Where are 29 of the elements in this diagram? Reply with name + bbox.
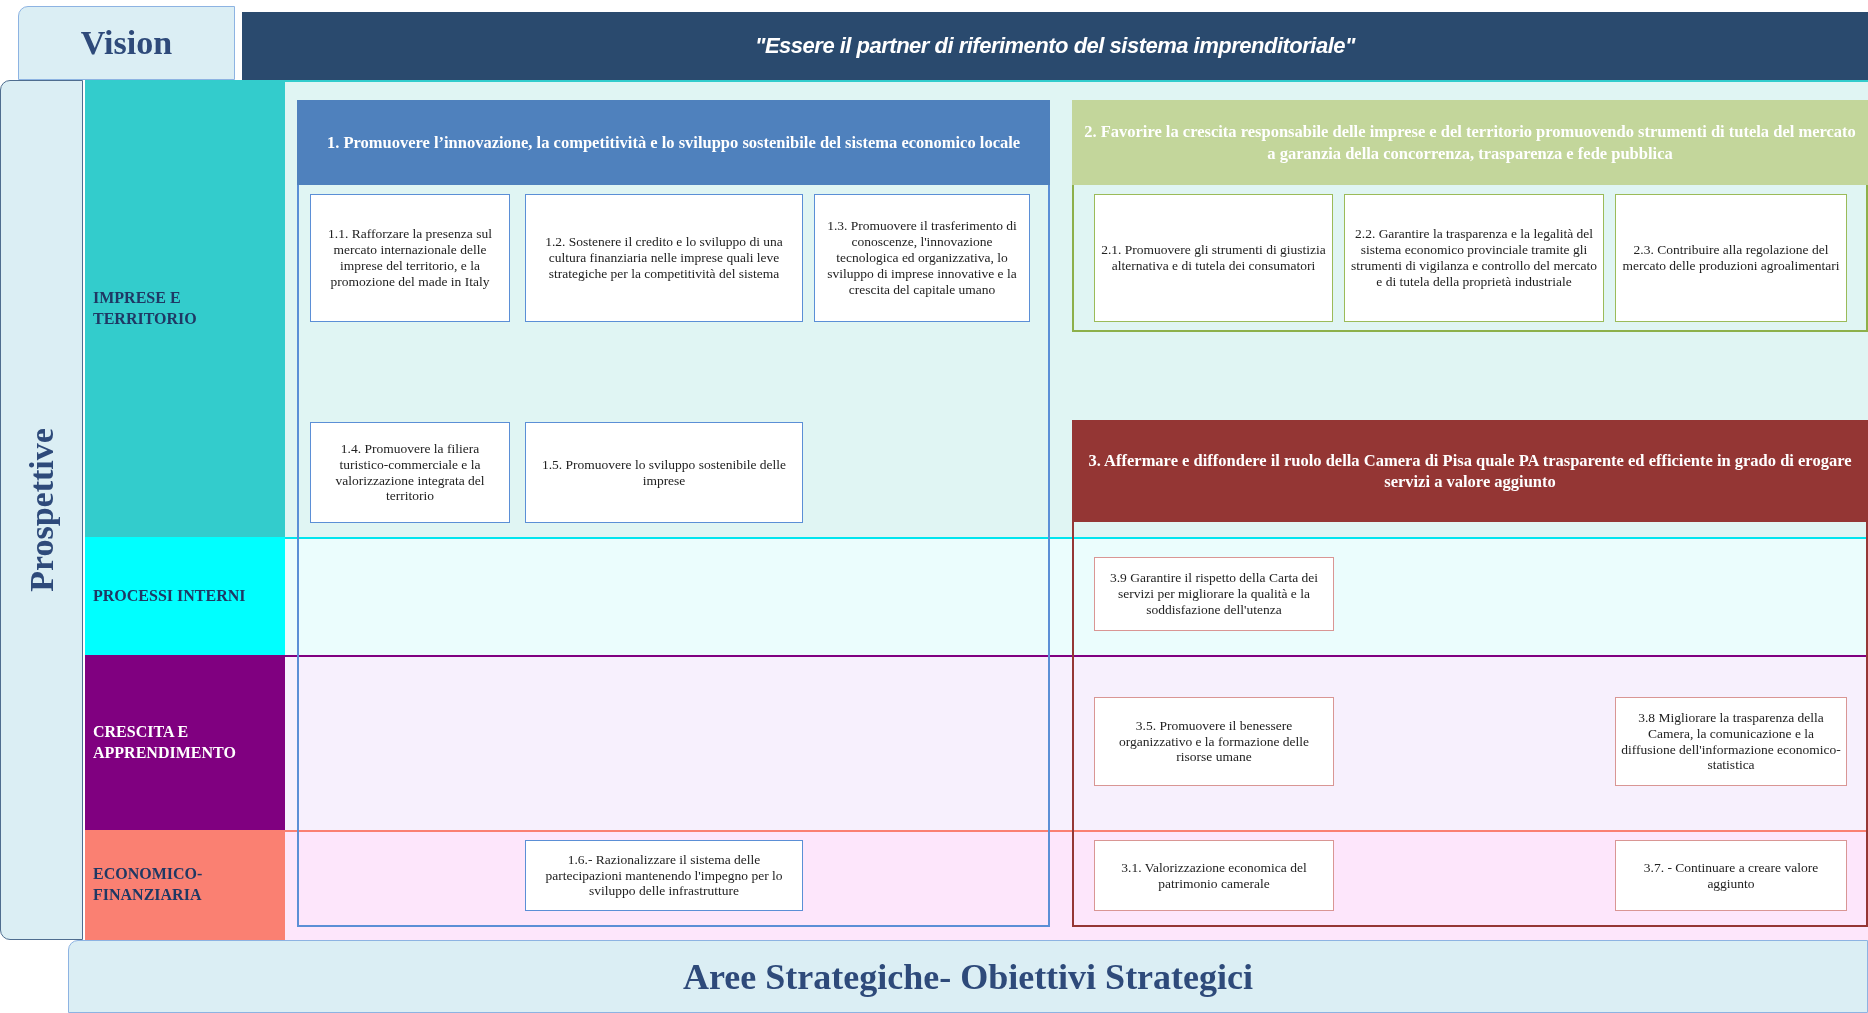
row-label: ECONOMICO-FINANZIARIA: [85, 830, 285, 940]
objective-box: 1.6.- Razionalizzare il sistema delle partecipazioni mantenendo l'impegno per lo sviluppo delle infrastrutture: [525, 840, 803, 911]
objective-box: 3.7. - Continuare a creare valore aggiunto: [1615, 840, 1847, 911]
objective-box: 3.8 Migliorare la trasparenza della Camera, la comunicazione e la diffusione dell'informazione economico-statistica: [1615, 697, 1847, 786]
row-label: IMPRESE E TERRITORIO: [85, 80, 285, 537]
tab-label: Vision: [18, 6, 235, 80]
objective-box: 3.1. Valorizzazione economica del patrimonio camerale: [1094, 840, 1334, 911]
side-title: Prospettive: [22, 428, 61, 592]
vision-banner: "Essere il partner di riferimento del sistema imprenditoriale": [242, 12, 1868, 80]
objective-box: 1.5. Promuovere lo sviluppo sostenibile delle imprese: [525, 422, 803, 523]
objective-box: 2.1. Promuovere gli strumenti di giustizia alternativa e di tutela dei consumatori: [1094, 194, 1333, 322]
row-label: CRESCITA E APPRENDIMENTO: [85, 655, 285, 830]
objective-box: 2.3. Contribuire alla regolazione del mercato delle produzioni agroalimentari: [1615, 194, 1847, 322]
strategic-area-panel: [1072, 420, 1868, 927]
strategic-area-panel: [297, 100, 1050, 927]
objective-box: 1.1. Rafforzare la presenza sul mercato internazionale delle imprese del territorio, e la promozione del made in Italy: [310, 194, 510, 322]
objective-box: 3.5. Promuovere il benessere organizzativo e la formazione delle risorse umane: [1094, 697, 1334, 786]
objective-box: 1.3. Promuovere il trasferimento di conoscenze, l'innovazione tecnologica ed organizzativa, lo sviluppo di imprese innovative e la crescita del capitale umano: [814, 194, 1030, 322]
side-panel: [0, 80, 83, 940]
objective-box: 2.2. Garantire la trasparenza e la legalità del sistema economico provinciale tramite gli strumenti di vigilanza e controllo del mercato e di tutela della proprietà industriale: [1344, 194, 1604, 322]
strategic-area-panel: [1072, 100, 1868, 332]
footer-band: Aree Strategiche- Obiettivi Strategici: [68, 940, 1868, 1013]
objective-box: 1.4. Promuovere la filiera turistico-commerciale e la valorizzazione integrata del territorio: [310, 422, 510, 523]
objective-box: 3.9 Garantire il rispetto della Carta dei servizi per migliorare la qualità e la soddisfazione dell'utenza: [1094, 557, 1334, 631]
row-label: PROCESSI INTERNI: [85, 537, 285, 655]
area-header: 3. Affermare e diffondere il ruolo della Camera di Pisa quale PA trasparente ed efficiente in grado di erogare servizi a valore aggiunto: [1072, 420, 1868, 522]
area-header: 2. Favorire la crescita responsabile delle imprese e del territorio promuovendo strumenti di tutela del mercato a garanzia della concorrenza, trasparenza e fede pubblica: [1072, 100, 1868, 185]
area-header: 1. Promuovere l’innovazione, la competitività e lo sviluppo sostenibile del sistema economico locale: [297, 100, 1050, 185]
objective-box: 1.2. Sostenere il credito e lo sviluppo di una cultura finanziaria nelle imprese quali leve strategiche per la competitività del sistema: [525, 194, 803, 322]
